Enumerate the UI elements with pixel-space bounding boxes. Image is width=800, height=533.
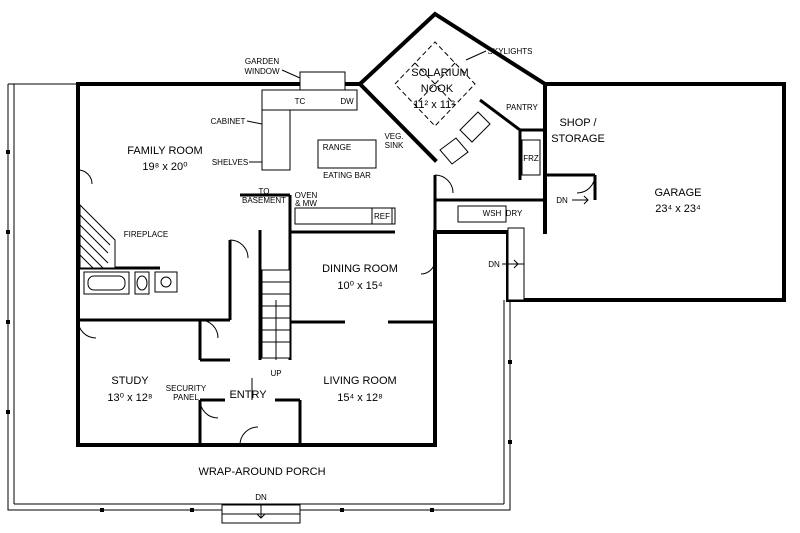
veg-sink-label-1: VEG. — [384, 132, 403, 141]
room-labels: FAMILY ROOM 19⁸ x 20⁰ SOLARIUM NOOK 11² … — [107, 67, 701, 478]
dishwasher-label: DW — [340, 97, 354, 106]
skylights-label: SKYLIGHTS — [488, 47, 533, 56]
cabinet-label: CABINET — [211, 117, 246, 126]
freezer-label: FRZ — [523, 154, 539, 163]
bathroom-fixtures — [83, 271, 178, 295]
ref-label: REF — [374, 212, 390, 221]
pantry-label: PANTRY — [506, 103, 538, 112]
dining-room-label: DINING ROOM — [322, 263, 398, 275]
to-basement-label-1: TO — [259, 187, 270, 196]
porch-dn-label: DN — [255, 493, 267, 502]
storage-label: STORAGE — [551, 133, 605, 145]
washer-label: WSH — [483, 209, 502, 218]
exterior-walls — [76, 11, 786, 447]
side-dn-label: DN — [488, 260, 500, 269]
pantry-shelves — [439, 111, 491, 165]
stairs-up-label: UP — [270, 369, 281, 378]
stairs — [261, 269, 291, 360]
interior-walls — [78, 98, 597, 445]
family-room-label: FAMILY ROOM — [127, 145, 202, 157]
living-room-label: LIVING ROOM — [323, 375, 396, 387]
porch-posts — [6, 150, 512, 512]
garage-dn-label: DN — [556, 196, 568, 205]
security-panel-label-1: SECURITY — [166, 384, 207, 393]
living-room-size: 15⁴ x 12⁸ — [337, 392, 382, 404]
solarium-label: SOLARIUM — [411, 67, 468, 79]
oven-label-1: OVEN — [295, 191, 318, 200]
garage-size: 23⁴ x 23⁴ — [655, 203, 701, 215]
nook-label: NOOK — [421, 83, 454, 95]
study-size: 13⁰ x 12⁸ — [107, 392, 152, 404]
fireplace-label: FIREPLACE — [124, 230, 168, 239]
arrows — [251, 195, 589, 519]
kitchen-counters — [261, 71, 541, 225]
trash-compactor-label: TC — [295, 97, 306, 106]
dryer-label: DRY — [506, 209, 523, 218]
family-room-size: 19⁸ x 20⁰ — [142, 161, 188, 173]
garage-label: GARAGE — [654, 187, 701, 199]
door-swings — [77, 169, 596, 446]
garden-window-label-2: WINDOW — [244, 67, 280, 76]
study-label: STUDY — [111, 375, 149, 387]
oven-label-2: & MW — [295, 199, 317, 208]
dining-room-size: 10⁰ x 15⁴ — [337, 280, 382, 292]
eating-bar-label: EATING BAR — [323, 171, 371, 180]
solarium-size: 11² x 11² — [413, 99, 455, 111]
range-label: RANGE — [323, 143, 351, 152]
entry-label: ENTRY — [229, 389, 267, 401]
skylights — [394, 41, 476, 127]
fireplace — [79, 203, 116, 269]
to-basement-label-2: BASEMENT — [242, 196, 286, 205]
security-panel-label-2: PANEL — [173, 393, 199, 402]
shop-label: SHOP / — [559, 117, 597, 129]
garden-window-label-1: GARDEN — [245, 57, 279, 66]
veg-sink-label-2: SINK — [385, 141, 404, 150]
shelves-label: SHELVES — [212, 158, 248, 167]
porch-label: WRAP-AROUND PORCH — [198, 466, 325, 478]
fixture-labels: GARDEN WINDOW SKYLIGHTS CABINET SHELVES … — [124, 47, 568, 502]
